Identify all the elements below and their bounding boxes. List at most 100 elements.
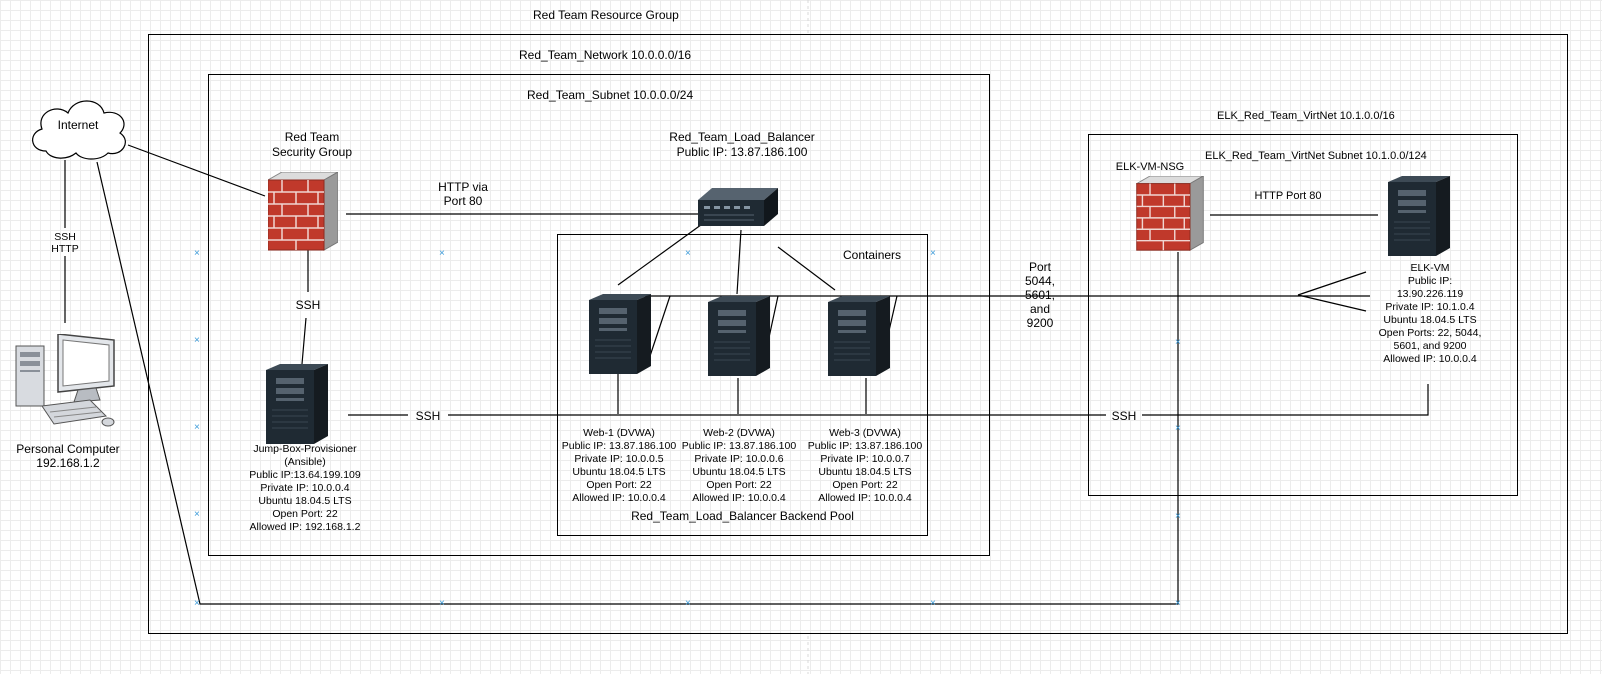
- load-balancer-public-ip: Public IP: 13.87.186.100: [676, 145, 808, 159]
- elk-line: 13.90.226.119: [1396, 288, 1464, 300]
- web3-line: Open Port: 22: [832, 479, 898, 491]
- guide-marker: ×: [930, 248, 936, 259]
- pc-link-ssh-label: SSH: [54, 231, 76, 243]
- elk-vnet-box: [1088, 134, 1518, 496]
- web3-line: Public IP: 13.87.186.100: [807, 440, 923, 452]
- web1-line: Public IP: 13.87.186.100: [561, 440, 677, 452]
- jumpbox-line: Public IP:13.64.199.109: [249, 469, 361, 481]
- internet-label: Internet: [57, 118, 99, 132]
- elk-line: Allowed IP: 10.0.0.4: [1383, 353, 1477, 365]
- nsg-label-line1: Red Team: [284, 130, 340, 144]
- load-balancer-name: Red_Team_Load_Balancer: [669, 130, 815, 144]
- guide-marker: ×: [930, 598, 936, 609]
- web3-line: Ubuntu 18.04.5 LTS: [818, 466, 912, 478]
- web1-line: Open Port: 22: [586, 479, 652, 491]
- subnet-title: Red_Team_Subnet 10.0.0.0/24: [527, 88, 694, 102]
- pc-link-http-label: HTTP: [51, 243, 79, 255]
- ssh-vertical-label: SSH: [295, 298, 321, 312]
- jumpbox-line: Allowed IP: 192.168.1.2: [249, 521, 361, 533]
- web2-line: Private IP: 10.0.0.6: [694, 453, 784, 465]
- cloud-icon: [32, 100, 126, 160]
- elk-vm-server-icon: [1388, 176, 1450, 256]
- guide-marker: ×: [194, 248, 200, 259]
- lb-web2-line: [736, 229, 742, 295]
- fan-line-1: [1297, 271, 1367, 296]
- ports-line: Port: [1028, 260, 1051, 274]
- guide-marker: ×: [685, 248, 691, 259]
- resource-group-box: [148, 34, 1568, 634]
- jumpbox-server-icon: [266, 364, 328, 444]
- elk-nsg-label: ELK-VM-NSG: [1115, 161, 1185, 173]
- web2-line: Ubuntu 18.04.5 LTS: [692, 466, 786, 478]
- web2-line: Web-2 (DVWA): [703, 427, 775, 439]
- jumpbox-line: Ubuntu 18.04.5 LTS: [258, 495, 352, 507]
- pc-ip: 192.168.1.2: [36, 456, 100, 470]
- guide-marker: ×: [439, 598, 445, 609]
- web1-line: Private IP: 10.0.0.5: [574, 453, 664, 465]
- elk-line: Ubuntu 18.04.5 LTS: [1383, 314, 1477, 326]
- resource-group-title: Red Team Resource Group: [533, 8, 679, 22]
- guide-marker: ×: [1175, 598, 1181, 609]
- network-box: [208, 74, 990, 556]
- web1-server-icon: [589, 294, 651, 374]
- load-balancer-icon: [698, 188, 778, 226]
- web2-line: Open Port: 22: [706, 479, 772, 491]
- ports-line: and: [1029, 302, 1051, 316]
- ports-line: 5601,: [1024, 288, 1056, 302]
- web2-line: Public IP: 13.87.186.100: [681, 440, 797, 452]
- web3-line: Allowed IP: 10.0.0.4: [818, 492, 912, 504]
- guide-marker: ×: [685, 598, 691, 609]
- containers-title: Containers: [843, 248, 902, 262]
- web2-line: Allowed IP: 10.0.0.4: [692, 492, 786, 504]
- nsg-ssh-line-lower: [301, 317, 307, 365]
- guide-marker: ×: [1175, 423, 1181, 434]
- web2-server-icon: [708, 296, 770, 376]
- ssh-horizontal-label-1: SSH: [415, 409, 441, 423]
- elk-http-label: HTTP Port 80: [1254, 190, 1322, 202]
- web1-line: Ubuntu 18.04.5 LTS: [572, 466, 666, 478]
- ssh-horizontal-label-2: SSH: [1111, 409, 1137, 423]
- elk-subnet-title: ELK_Red_Team_VirtNet Subnet 10.1.0.0/124: [1205, 150, 1427, 162]
- jumpbox-line: Jump-Box-Provisioner: [253, 443, 357, 455]
- guide-marker: ×: [194, 335, 200, 346]
- elk-firewall-icon: [1136, 176, 1204, 252]
- backend-pool-title: Red_Team_Load_Balancer Backend Pool: [631, 509, 854, 523]
- jumpbox-details: Jump-Box-Provisioner(Ansible)Public IP:1…: [228, 443, 382, 534]
- fan-line-2: [1297, 294, 1367, 312]
- nsg-label-line2: Security Group: [271, 145, 353, 159]
- elk-line: Open Ports: 22, 5044,: [1378, 327, 1482, 339]
- guide-marker: ×: [194, 509, 200, 520]
- ports-line: 5044,: [1024, 274, 1056, 288]
- firewall-icon: [268, 172, 338, 251]
- elk-line: Public IP:: [1407, 275, 1453, 287]
- web3-line: Private IP: 10.0.0.7: [820, 453, 910, 465]
- guide-marker: ×: [1175, 337, 1181, 348]
- network-title: Red_Team_Network 10.0.0.0/16: [519, 48, 692, 62]
- web1-line: Web-1 (DVWA): [583, 427, 655, 439]
- lb-web1-line: [617, 221, 706, 286]
- ports-line: 9200: [1026, 316, 1054, 330]
- lb-web3-line: [777, 246, 836, 291]
- http-link-label-line1: HTTP via: [438, 180, 488, 194]
- elk-line: ELK-VM: [1410, 262, 1450, 274]
- elk-line: 5601, and 9200: [1393, 340, 1467, 352]
- internet-to-nsg-line: [127, 144, 266, 197]
- web3-server-icon: [828, 296, 890, 376]
- elk-line: Private IP: 10.1.0.4: [1385, 301, 1475, 313]
- guide-marker: ×: [194, 598, 200, 609]
- guide-marker: ×: [1175, 511, 1181, 522]
- pc-label: Personal Computer: [16, 442, 120, 456]
- web1-line: Allowed IP: 10.0.0.4: [572, 492, 666, 504]
- elk-vnet-title: ELK_Red_Team_VirtNet 10.1.0.0/16: [1217, 110, 1395, 122]
- http-link-label-line2: Port 80: [443, 194, 483, 208]
- computer-icon: [15, 334, 115, 427]
- jumpbox-line: (Ansible): [284, 456, 326, 468]
- jumpbox-line: Private IP: 10.0.0.4: [260, 482, 350, 494]
- backend-pool-box: [557, 234, 928, 536]
- jumpbox-line: Open Port: 22: [272, 508, 338, 520]
